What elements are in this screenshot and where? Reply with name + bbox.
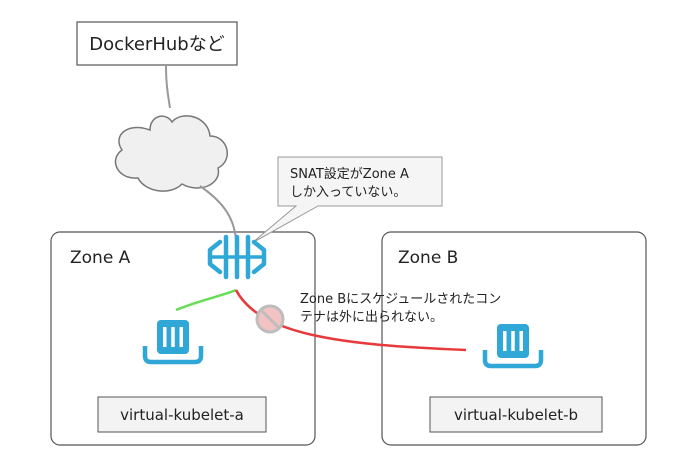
callout-bubble (251, 156, 443, 244)
blocked-path (234, 289, 467, 352)
container-icon-zone-b (482, 324, 544, 369)
callout-line-2: しか入っていない。 (290, 185, 406, 200)
cloud-nat-connector (199, 185, 237, 241)
node-box-zone-a (97, 396, 267, 433)
node-label-zone-a: virtual-kubelet-a (120, 406, 244, 424)
container-icon-zone-a (142, 320, 204, 365)
registry-label: DockerHubなど (89, 34, 224, 55)
nat-gateway-icon (207, 234, 267, 280)
zone-a-label: Zone A (70, 248, 131, 268)
node-box-zone-b (429, 396, 603, 433)
node-label-zone-b: virtual-kubelet-b (454, 406, 578, 424)
cloud-icon (114, 115, 228, 192)
zone-b-label: Zone B (398, 248, 458, 268)
note-line-1: Zone Bにスケジュールされたコン (300, 292, 501, 307)
prohibited-icon (255, 304, 285, 334)
allowed-path (175, 288, 237, 312)
note-line-2: テナは外に出られない。 (300, 310, 443, 325)
callout-line-1: SNAT設定がZone A (290, 166, 409, 182)
registry-cloud-connector (165, 64, 171, 109)
registry-box (76, 21, 238, 66)
